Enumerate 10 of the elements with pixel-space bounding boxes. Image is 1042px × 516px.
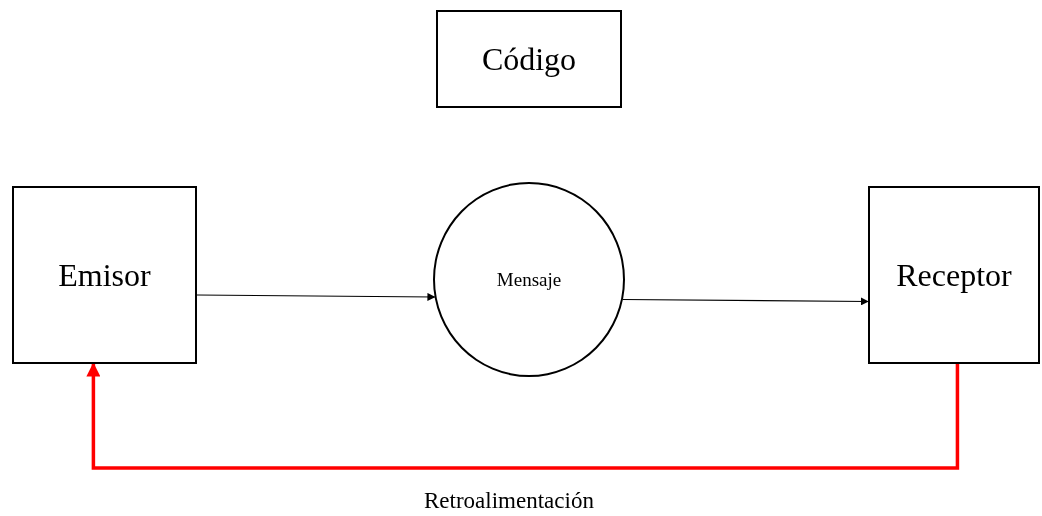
- arrow: [196, 292, 436, 301]
- node-label: Código: [481, 40, 577, 78]
- process-box: [868, 186, 1040, 364]
- arrow: [86, 362, 960, 470]
- process-box: [436, 10, 622, 108]
- node-label: Receptor: [896, 256, 1012, 294]
- node-label: Emisor: [58, 256, 151, 294]
- arrow: [622, 297, 869, 306]
- process-box: [12, 186, 197, 364]
- node-label: Mensaje: [496, 268, 562, 291]
